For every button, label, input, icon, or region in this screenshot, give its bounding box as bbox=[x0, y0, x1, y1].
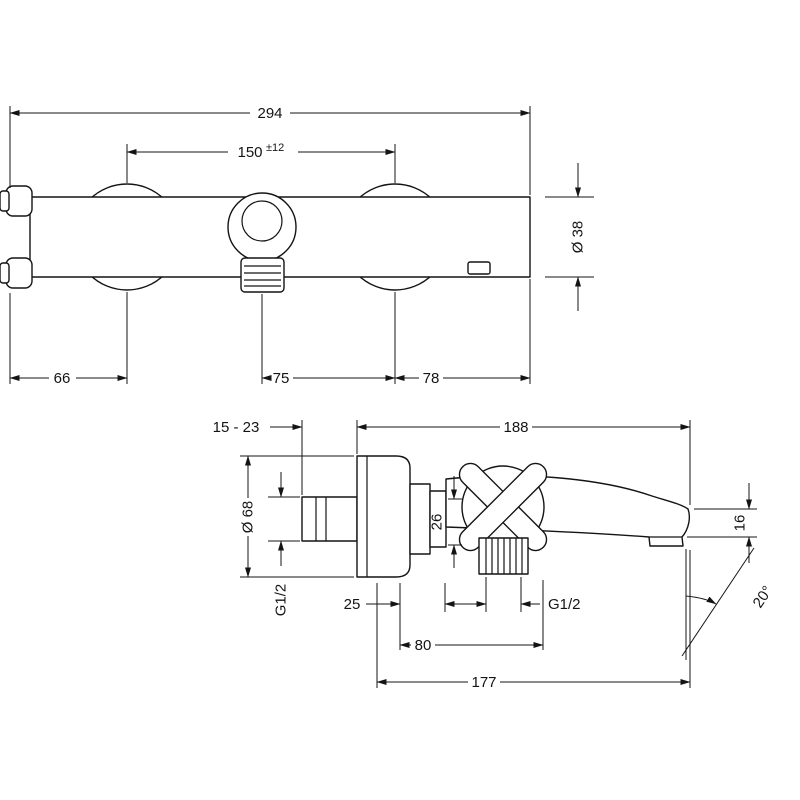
bar-detail bbox=[467, 261, 491, 275]
dim-outlet-height: 16 bbox=[732, 483, 752, 563]
top-view: 294 150 ±12 Ø 38 66 75 78 bbox=[0, 105, 594, 387]
dim-bar-diameter: Ø 38 bbox=[570, 163, 587, 311]
dim-outlet-distance: 80 bbox=[399, 637, 544, 654]
dim-text-escutcheon-diameter: Ø 68 bbox=[240, 501, 257, 534]
dim-wall-adjust: 15 - 23 bbox=[213, 419, 303, 436]
dim-text-hole-distance: 150 bbox=[237, 144, 262, 161]
dim-text-total-depth: 188 bbox=[503, 419, 528, 436]
dim-text-outlet-distance: 80 bbox=[415, 637, 432, 654]
dim-body: 26 bbox=[429, 476, 457, 568]
dim-face-offset: 25 bbox=[344, 596, 470, 613]
dim-handle-offset: 75 bbox=[261, 370, 396, 387]
dim-text-handle-offset: 75 bbox=[273, 370, 290, 387]
dim-text-bar-diameter: Ø 38 bbox=[570, 221, 587, 254]
dim-escutcheon-diameter: Ø 68 bbox=[240, 455, 257, 578]
dim-right-offset: 78 bbox=[394, 370, 531, 387]
dim-text-body: 26 bbox=[429, 514, 446, 531]
wall-bracket-bottom bbox=[0, 257, 33, 289]
dim-text-inlet-thread: G1/2 bbox=[273, 584, 290, 617]
dim-text-spout-angle: 20° bbox=[750, 583, 777, 611]
wall-bracket-top bbox=[0, 185, 33, 217]
dim-text-spout-reach: 177 bbox=[471, 674, 496, 691]
dim-text-wall-adjust: 15 - 23 bbox=[213, 419, 260, 436]
side-view-extension-lines bbox=[240, 420, 757, 688]
top-view-extension-lines bbox=[9, 106, 594, 384]
dim-overall-width: 294 bbox=[9, 105, 531, 122]
dim-spout-angle: 20° bbox=[681, 547, 777, 660]
dim-text-overall-width: 294 bbox=[257, 105, 282, 122]
dim-text-left-offset: 66 bbox=[54, 370, 71, 387]
dim-spout-reach: 177 bbox=[376, 674, 691, 691]
dim-inlet-thread: G1/2 bbox=[273, 472, 290, 616]
dim-text-outlet-thread: G1/2 bbox=[548, 596, 581, 613]
thermostat-handle bbox=[227, 192, 297, 293]
dim-text-outlet-height: 16 bbox=[732, 515, 749, 532]
wall-union bbox=[301, 496, 358, 542]
dim-text-hole-tolerance: ±12 bbox=[266, 142, 284, 154]
dim-left-offset: 66 bbox=[9, 370, 128, 387]
side-view: 15 - 23 188 Ø 68 G1/2 26 bbox=[213, 419, 777, 691]
outlet-nut bbox=[478, 537, 529, 575]
dim-text-face-offset: 25 bbox=[344, 596, 361, 613]
dim-hole-distance: 150 ±12 bbox=[126, 142, 396, 161]
valve-body bbox=[409, 483, 447, 555]
escutcheon-profile bbox=[356, 455, 411, 578]
dim-total-depth: 188 bbox=[356, 419, 691, 436]
dim-outlet-thread: G1/2 bbox=[455, 596, 581, 613]
dim-text-right-offset: 78 bbox=[423, 370, 440, 387]
